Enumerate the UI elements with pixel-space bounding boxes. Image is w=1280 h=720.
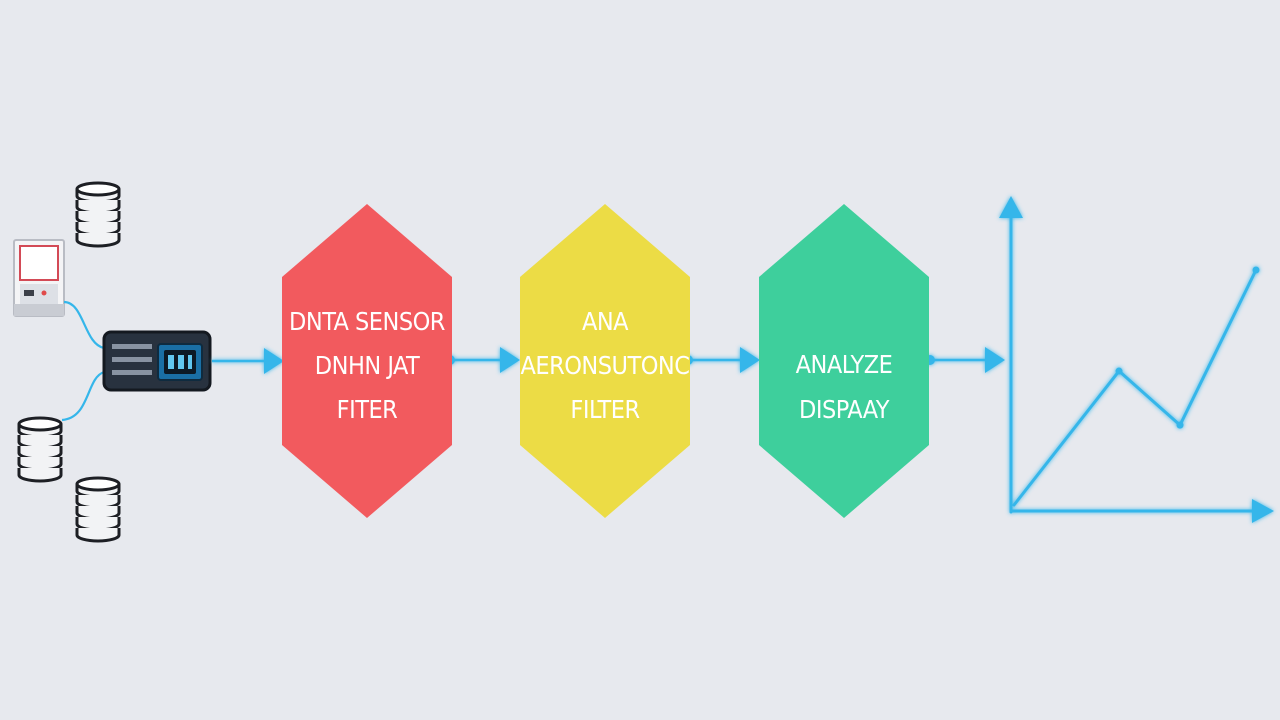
stage-label: ANALYZE [796, 350, 893, 379]
database-icon [75, 181, 121, 248]
stage-label: FILTER [570, 395, 639, 424]
stage-label: AERONSUTONC [521, 351, 690, 380]
stage-label: FITER [337, 395, 398, 424]
chart-x-arrow [1252, 499, 1274, 523]
chart-trend-point [1176, 421, 1184, 429]
chart-y-arrow [999, 196, 1023, 218]
stage-label: DNTA SENSOR [289, 307, 445, 336]
data-hub-icon [102, 330, 212, 392]
stage-label: ANA [582, 307, 629, 336]
arrow-analyze-to-output [925, 347, 1005, 373]
connector-lines [61, 300, 105, 422]
stage-acquisition: ANA AERONSUTONC FILTER [520, 204, 690, 518]
stage-sensor: DNTA SENSOR DNHN JAT FITER [282, 204, 452, 518]
inputs-group [13, 181, 212, 543]
sensor-device-icon [13, 239, 65, 317]
database-icon [75, 476, 121, 543]
stage-hexagon [282, 204, 452, 518]
stage-label: DNHN JAT [315, 351, 420, 380]
chart-trend-points [1115, 266, 1260, 429]
stage-hexagon [520, 204, 690, 518]
database-icon [17, 416, 63, 483]
line-chart-icon [999, 196, 1274, 523]
arrow-hub-to-sensor [212, 348, 284, 374]
chart-trend-line [1012, 268, 1258, 507]
stage-hexagon [759, 204, 929, 518]
stages-group: DNTA SENSOR DNHN JAT FITER ANA AERONSUTONC FI… [282, 204, 929, 518]
stage-analyze: ANALYZE DISPAAY [759, 204, 929, 518]
arrow-acquisition-to-analyze [683, 347, 760, 373]
arrow-sensor-to-acquisition [445, 347, 520, 373]
stage-label: DISPAAY [799, 395, 890, 424]
chart-trend-point [1115, 367, 1123, 375]
chart-trend-point [1252, 266, 1260, 274]
